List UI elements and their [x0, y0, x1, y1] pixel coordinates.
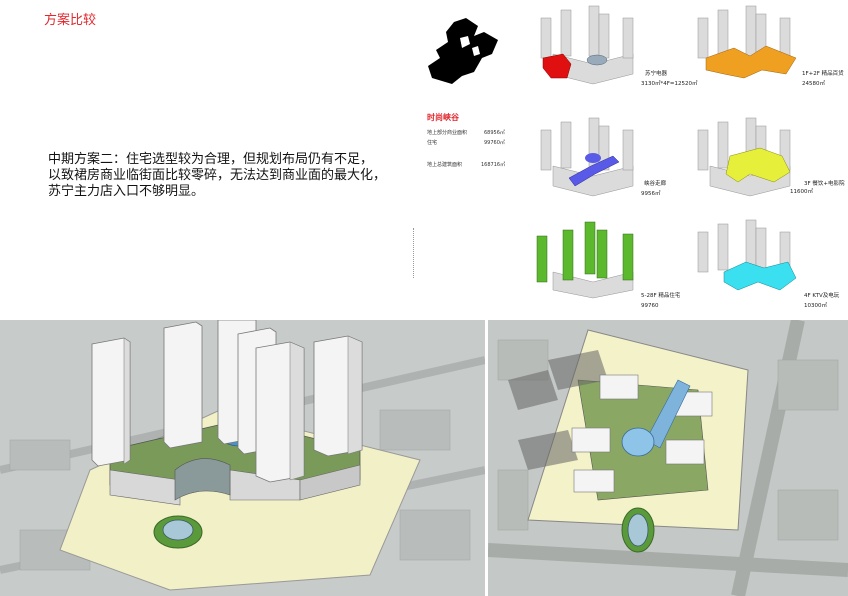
stat-total-label: 地上总建筑面积 — [427, 162, 463, 168]
caption-residential-area: 99760 — [641, 303, 659, 309]
dotted-divider — [413, 228, 416, 278]
scheme-description: 中期方案二：住宅选型较为合理，但规划布局仍有不足， 以致裙房商业临街面比较零碎，… — [48, 152, 387, 200]
caption-suning-title: 苏宁电器 — [645, 71, 668, 77]
caption-dining-title: 3F 餐饮+电影院 — [804, 181, 845, 187]
site-footprint-diagram — [428, 18, 498, 84]
component-thumb-canyon-corridor — [540, 117, 634, 197]
project-name: 时尚峡谷 — [427, 113, 459, 122]
caption-ktv-area: 10300㎡ — [804, 303, 827, 309]
perspective-render — [0, 320, 485, 596]
component-thumb-suning — [540, 5, 634, 85]
caption-ktv-title: 4F KTV及电玩 — [804, 293, 840, 299]
caption-corridor-title: 峡谷走廊 — [644, 181, 667, 187]
caption-corridor-area: 9956㎡ — [641, 191, 661, 197]
component-thumb-department-store — [697, 5, 797, 79]
caption-department-title: 1F+2F 精品百货 — [802, 71, 844, 77]
caption-suning-area: 3130㎡*4F=12520㎡ — [641, 81, 698, 87]
caption-dining-area: 11600㎡ — [790, 189, 813, 195]
stat-residential-label: 住宅 — [427, 140, 438, 146]
caption-residential-title: 5-28F 精品住宅 — [641, 293, 681, 299]
description-line-1: 中期方案二：住宅选型较为合理，但规划布局仍有不足， — [48, 152, 374, 167]
stat-commercial-label: 地上部分商业面积 — [427, 130, 468, 136]
component-thumb-ktv — [697, 219, 797, 291]
stat-total-value: 168716㎡ — [481, 162, 506, 168]
page-title: 方案比较 — [44, 13, 97, 28]
stat-residential-value: 99760㎡ — [484, 140, 505, 146]
description-line-3: 苏宁主力店入口不够明显。 — [48, 184, 205, 199]
description-line-2: 以致裙房商业临街面比较零碎，无法达到商业面的最大化， — [48, 168, 387, 183]
stat-commercial-value: 68956㎡ — [484, 130, 505, 136]
component-thumb-residential — [536, 221, 634, 299]
site-plan-render — [488, 320, 848, 596]
caption-department-area: 24580㎡ — [802, 81, 825, 87]
component-thumb-dining-cinema — [697, 117, 791, 197]
